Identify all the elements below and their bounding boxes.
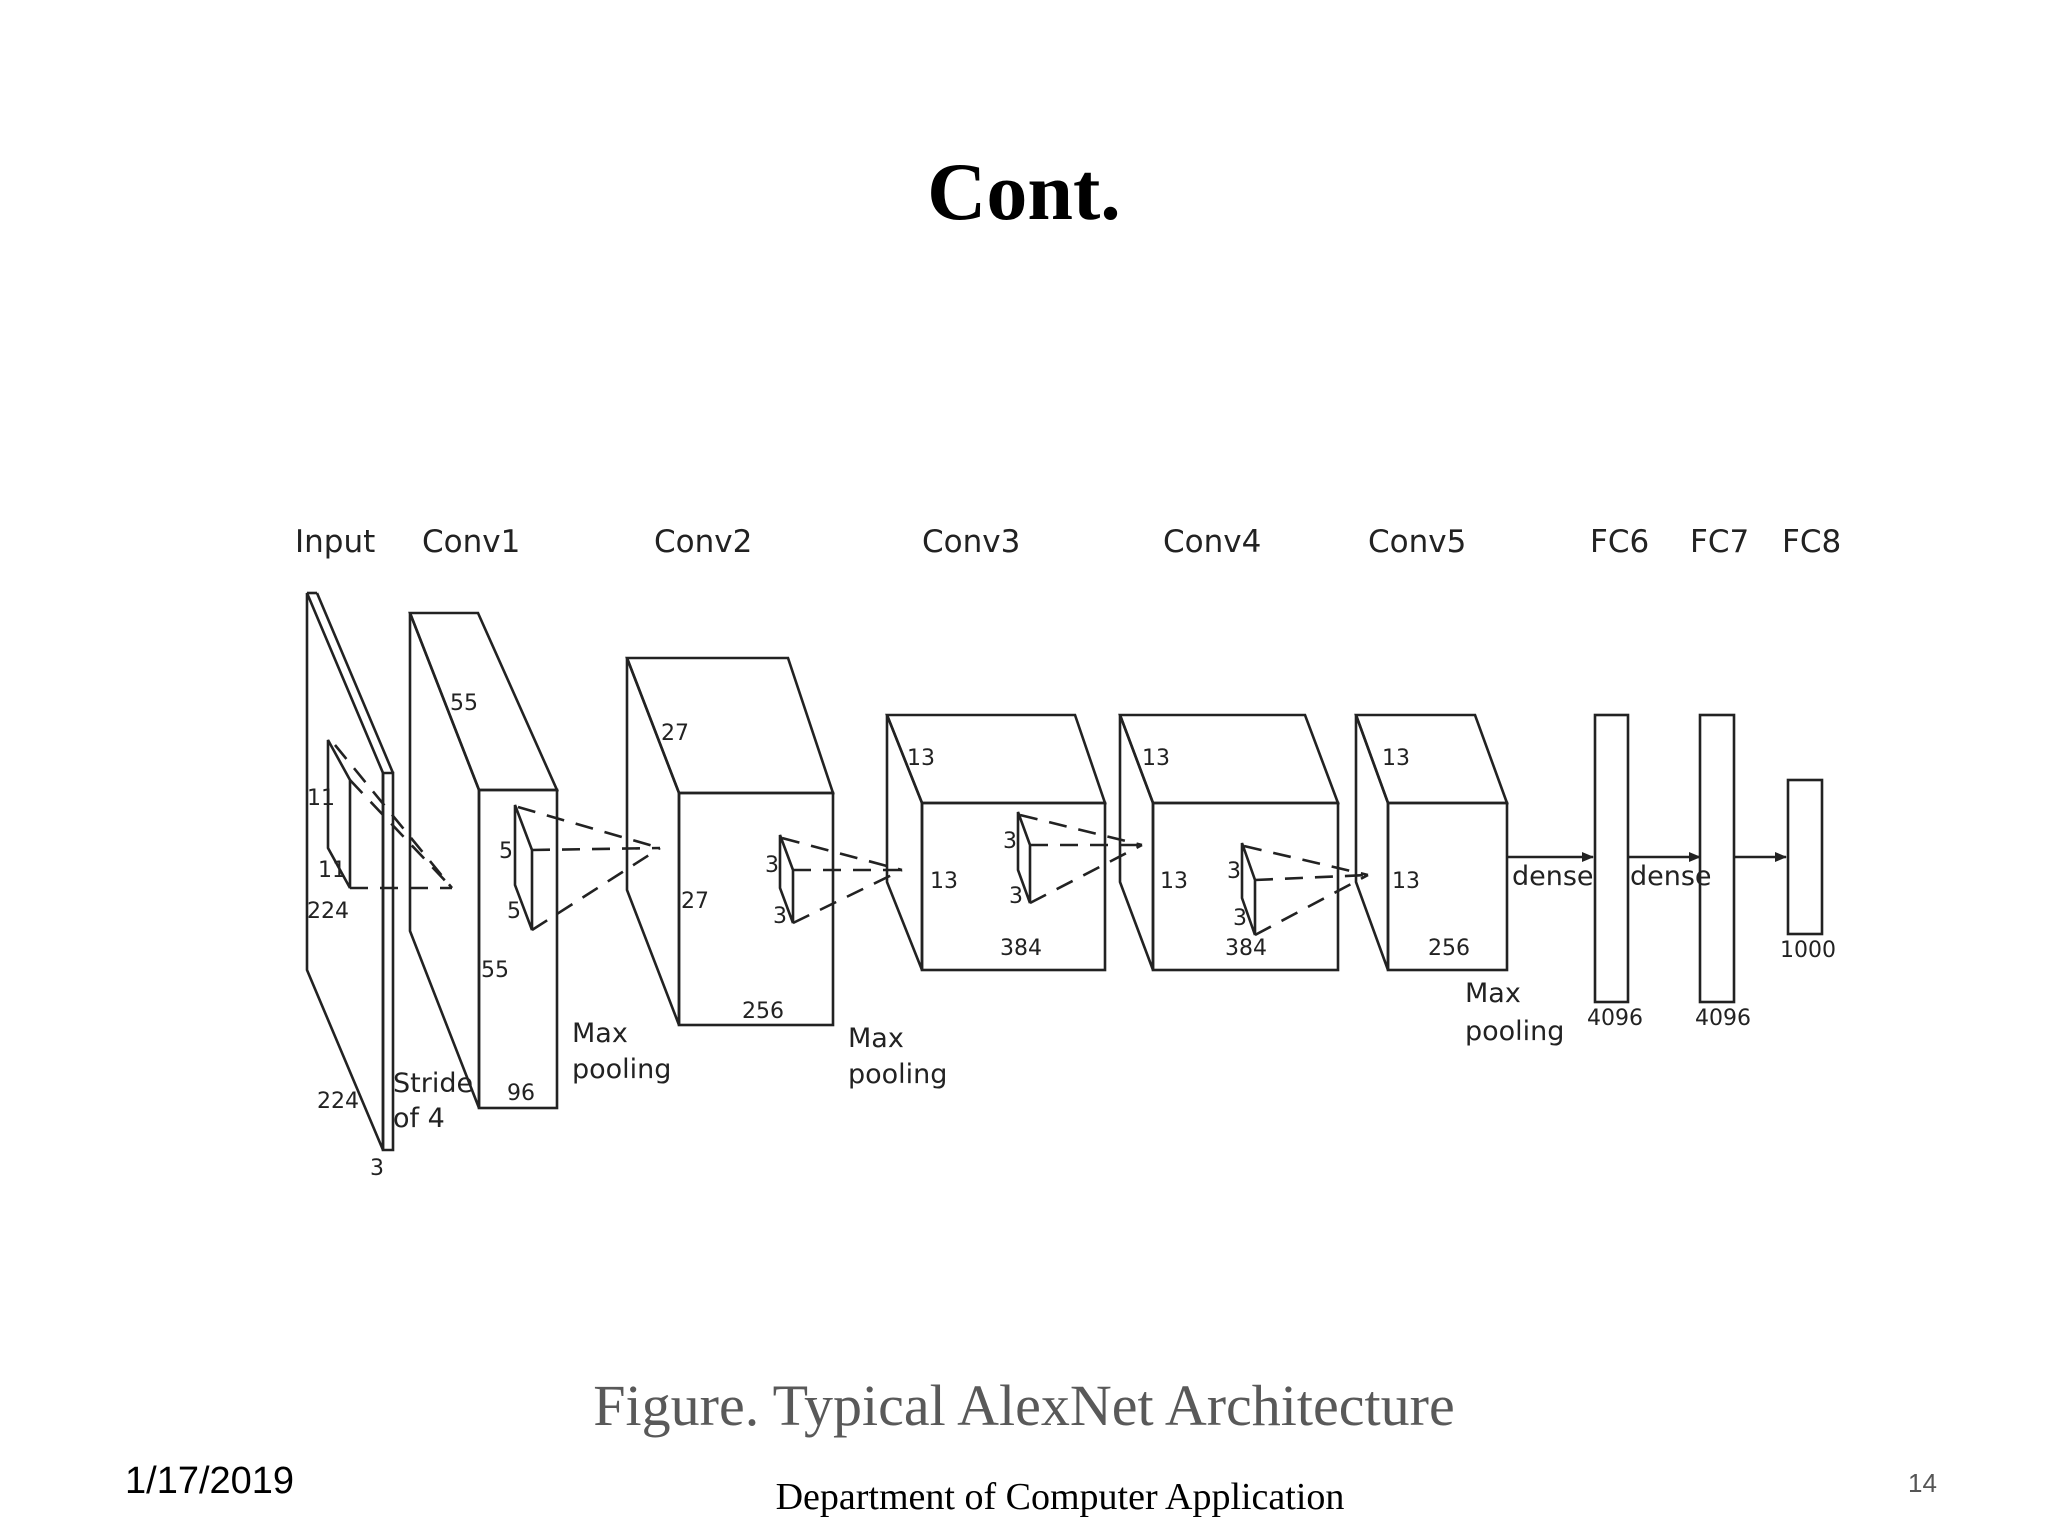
input-kernel-w: 11 bbox=[318, 858, 346, 883]
conv1-side: 55 bbox=[481, 958, 509, 983]
conv5-side: 13 bbox=[1392, 869, 1420, 894]
input-depth: 3 bbox=[370, 1156, 384, 1181]
pool1-label-line2: pooling bbox=[572, 1054, 671, 1085]
pool2-label-line1: Max bbox=[848, 1023, 904, 1054]
conv4-side: 13 bbox=[1160, 869, 1188, 894]
figure-caption: Figure. Typical AlexNet Architecture bbox=[593, 1373, 1455, 1438]
fc7-block bbox=[1698, 713, 1736, 1004]
conv2-box bbox=[625, 656, 835, 1027]
conv2-depth: 256 bbox=[742, 999, 784, 1024]
page-number: 14 bbox=[1908, 1468, 1937, 1498]
fc8-size: 1000 bbox=[1780, 938, 1836, 963]
conv3-depth: 384 bbox=[1000, 936, 1042, 961]
conv5-box bbox=[1354, 713, 1509, 972]
conv2-kernel bbox=[778, 834, 903, 925]
conv4-kernel-h: 3 bbox=[1227, 859, 1241, 884]
layer-label-conv2: Conv2 bbox=[654, 524, 752, 560]
pool5-label-line1: Max bbox=[1465, 978, 1521, 1009]
input-height: 224 bbox=[307, 899, 349, 924]
conv2-kernel-h: 3 bbox=[765, 853, 779, 878]
conv5-depth: 256 bbox=[1428, 936, 1470, 961]
layer-label-fc7: FC7 bbox=[1690, 524, 1749, 560]
conv3-top: 13 bbox=[907, 746, 935, 771]
conv5-top: 13 bbox=[1382, 746, 1410, 771]
conv1-kernel-h: 5 bbox=[499, 839, 513, 864]
conv4-depth: 384 bbox=[1225, 936, 1267, 961]
conv4-box bbox=[1118, 713, 1340, 972]
conv4-kernel bbox=[1240, 842, 1369, 937]
fc7-size: 4096 bbox=[1695, 1006, 1751, 1031]
conv4-kernel-w: 3 bbox=[1233, 906, 1247, 931]
conv3-kernel bbox=[1016, 811, 1143, 905]
conv2-side: 27 bbox=[681, 889, 709, 914]
footer-department: Department of Computer Application bbox=[775, 1476, 1345, 1518]
conv1-kernel-w: 5 bbox=[507, 899, 521, 924]
conv2-top: 27 bbox=[661, 721, 689, 746]
dense-label-1: dense bbox=[1512, 861, 1594, 892]
conv3-side: 13 bbox=[930, 869, 958, 894]
stride-label-line1: Stride bbox=[393, 1068, 473, 1099]
layer-label-conv5: Conv5 bbox=[1368, 524, 1466, 560]
pool2-label-line2: pooling bbox=[848, 1059, 947, 1090]
input-kernel-h: 11 bbox=[307, 786, 335, 811]
input-kernel bbox=[326, 739, 454, 890]
conv3-box bbox=[885, 713, 1107, 972]
fc8-block bbox=[1786, 778, 1824, 936]
conv3-kernel-w: 3 bbox=[1009, 884, 1023, 909]
layer-label-fc6: FC6 bbox=[1590, 524, 1649, 560]
pool1-label-line1: Max bbox=[572, 1018, 628, 1049]
input-slab bbox=[305, 591, 395, 1152]
conv1-box bbox=[408, 611, 560, 1110]
conv4-top: 13 bbox=[1142, 746, 1170, 771]
layer-label-conv1: Conv1 bbox=[422, 524, 520, 560]
footer-date: 1/17/2019 bbox=[125, 1460, 295, 1502]
dense-label-2: dense bbox=[1630, 861, 1712, 892]
fc6-size: 4096 bbox=[1587, 1006, 1643, 1031]
conv2-kernel-w: 3 bbox=[773, 904, 787, 929]
layer-label-fc8: FC8 bbox=[1782, 524, 1841, 560]
layer-label-input: Input bbox=[295, 524, 375, 560]
input-width: 224 bbox=[317, 1089, 359, 1114]
stride-label-line2: of 4 bbox=[393, 1103, 445, 1134]
conv1-kernel bbox=[513, 804, 661, 932]
fc6-block bbox=[1593, 713, 1630, 1004]
slide-title: Cont. bbox=[927, 146, 1121, 237]
conv3-kernel-h: 3 bbox=[1003, 829, 1017, 854]
conv1-depth: 96 bbox=[507, 1081, 535, 1106]
conv1-top: 55 bbox=[450, 691, 478, 716]
layer-label-conv3: Conv3 bbox=[922, 524, 1020, 560]
layer-label-conv4: Conv4 bbox=[1163, 524, 1261, 560]
pool5-label-line2: pooling bbox=[1465, 1016, 1564, 1047]
